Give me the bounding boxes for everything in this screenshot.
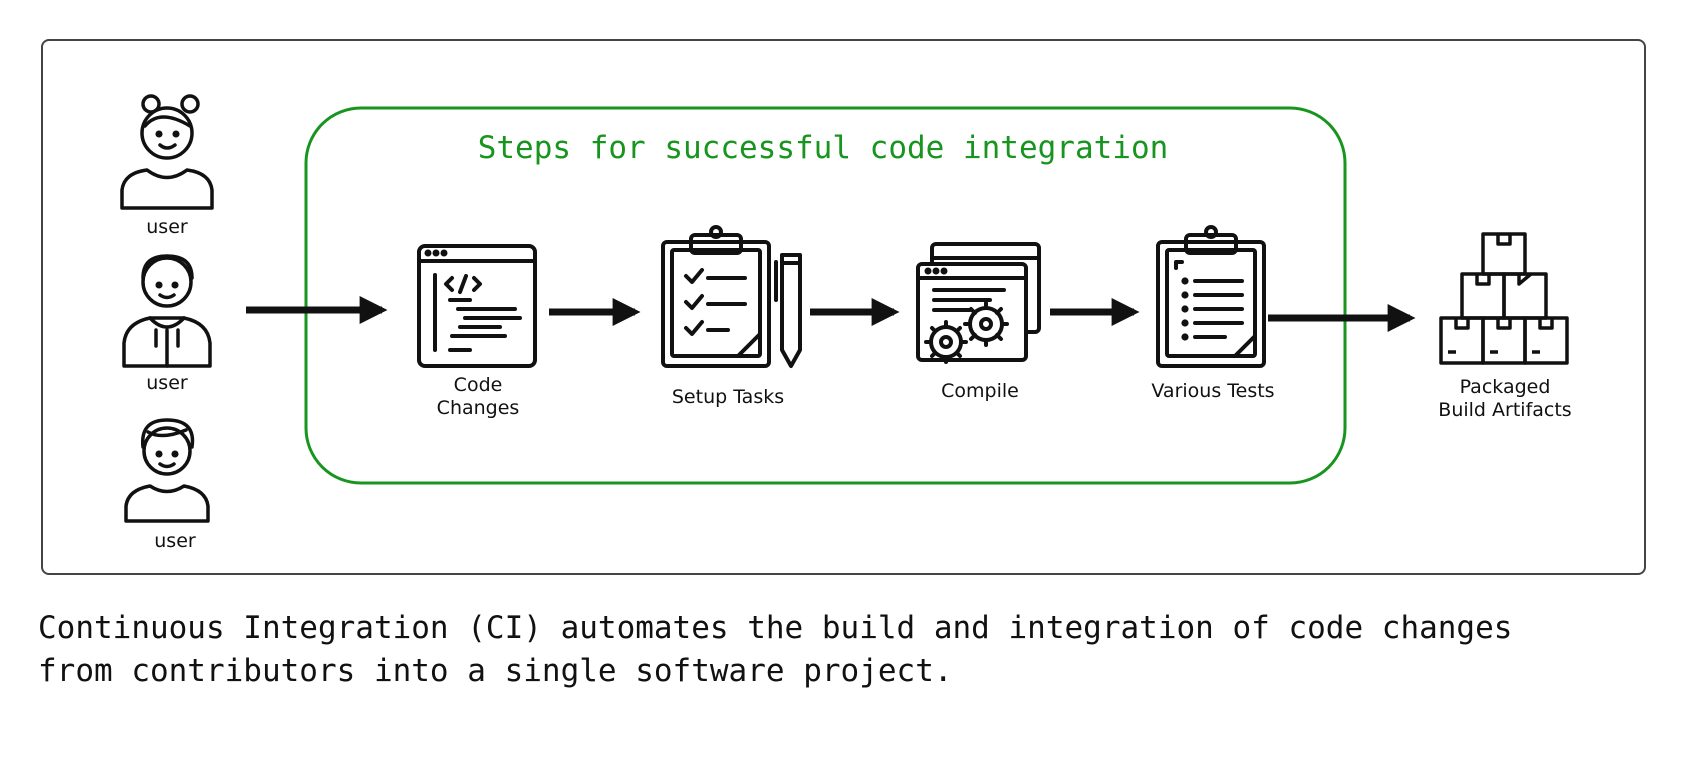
figure-caption: Continuous Integration (CI) automates th…	[38, 610, 1513, 689]
test-clipboard-icon	[1156, 225, 1266, 368]
compile-gears-icon	[916, 242, 1041, 364]
user-hoodie-icon	[122, 254, 212, 368]
group-title: Steps for successful code integration	[477, 130, 1169, 166]
integration-steps-group	[304, 106, 1347, 485]
step-label-code-changes: Code Changes	[436, 374, 520, 419]
step-label-various-tests: Various Tests	[1151, 380, 1275, 402]
diagram-frame	[41, 39, 1646, 575]
output-label-packaged-artifacts: Packaged Build Artifacts	[1438, 376, 1572, 421]
user-label: user	[146, 216, 188, 238]
user-label: user	[146, 372, 188, 394]
step-label-setup-tasks: Setup Tasks	[671, 386, 785, 408]
flow-arrows	[246, 296, 1416, 332]
checklist-clipboard-icon	[661, 225, 802, 368]
stacked-boxes-icon	[1439, 232, 1569, 365]
code-window-icon	[417, 244, 537, 368]
user-label: user	[154, 530, 196, 552]
step-label-compile: Compile	[941, 380, 1019, 402]
user-boy-icon	[124, 418, 210, 523]
user-girl-icon	[120, 94, 214, 210]
